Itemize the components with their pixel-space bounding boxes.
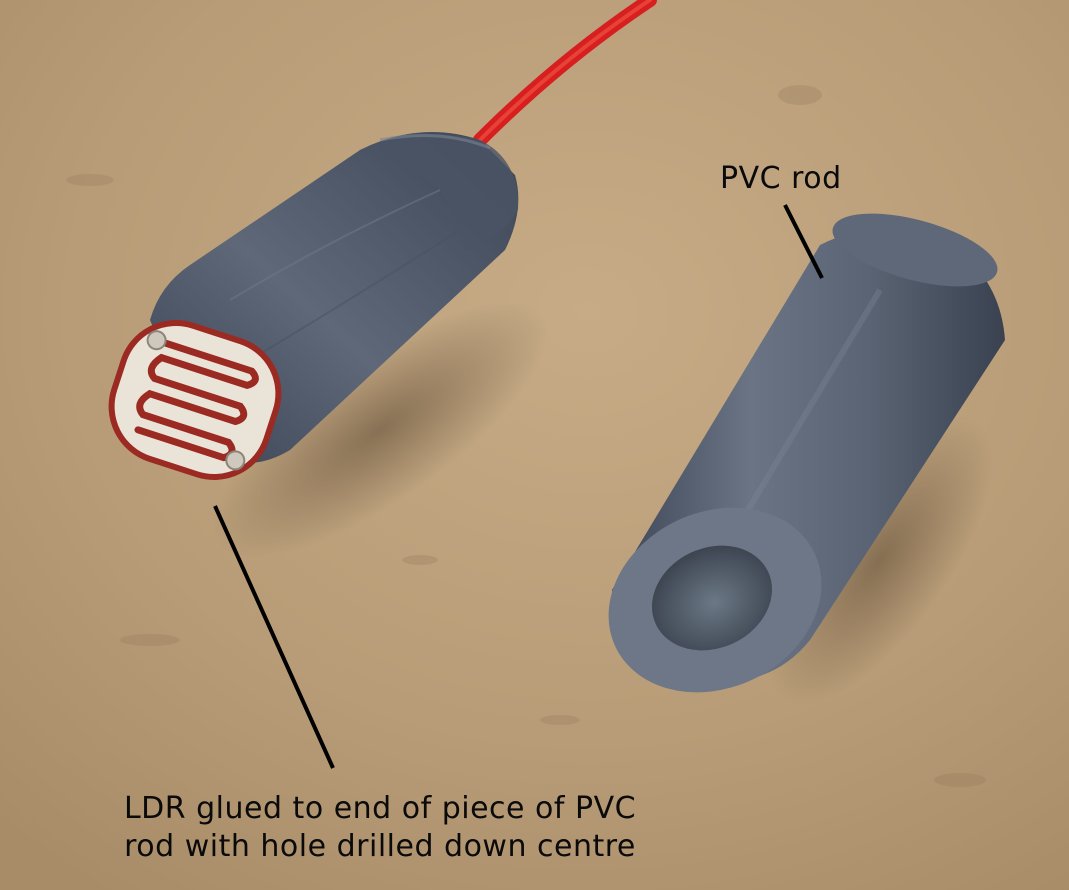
ldr-description-line1: LDR glued to end of piece of PVC bbox=[123, 791, 637, 826]
cardboard-texture bbox=[66, 85, 986, 787]
pvc-rod-shadow bbox=[766, 415, 994, 705]
ldr-description-line2: rod with hole drilled down centre bbox=[124, 829, 636, 864]
ldr-assembly-shadow bbox=[211, 301, 549, 559]
pvc-rod-label: PVC rod bbox=[720, 161, 842, 196]
ldr-sensor bbox=[108, 320, 282, 480]
ldr-lead-right bbox=[225, 450, 246, 471]
pvc-rod-leader-line bbox=[783, 204, 824, 279]
ldr-description-label: LDR glued to end of piece of PVC rod wit… bbox=[0, 790, 760, 866]
pvc-rod bbox=[608, 213, 1005, 693]
ldr-leader-line bbox=[213, 505, 335, 769]
ldr-lead-left bbox=[146, 330, 167, 351]
pvc-rod-hole bbox=[651, 545, 773, 651]
ldr-serpentine-track bbox=[134, 339, 259, 462]
